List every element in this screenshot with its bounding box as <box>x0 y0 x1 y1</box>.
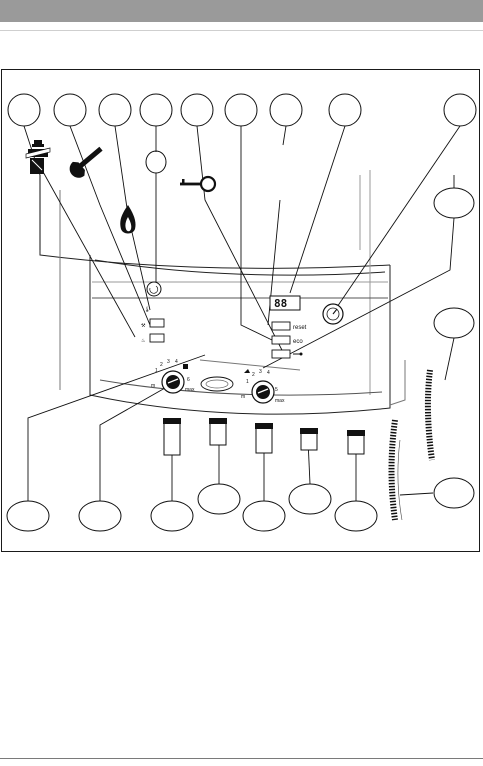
callout-circles-top <box>8 94 476 126</box>
callout-4 <box>140 94 172 126</box>
callout-bottom-1 <box>7 501 49 531</box>
heating-scale-1: 1 <box>155 368 158 374</box>
heating-min-label: m <box>151 383 155 389</box>
callout-right-2 <box>434 308 474 338</box>
eco-button <box>272 336 290 344</box>
heating-max-label: max <box>185 387 195 393</box>
callout-6 <box>225 94 257 126</box>
callout-circles-bottom <box>7 484 377 531</box>
key-lock-button <box>272 350 290 358</box>
callout-7 <box>270 94 302 126</box>
svg-text:♨: ♨ <box>141 338 145 344</box>
callout-bottom-2 <box>79 501 121 531</box>
hot-water-knob[interactable]: 1 2 3 4 5 max m <box>241 369 285 404</box>
callout-bottom-3 <box>151 501 193 531</box>
callout-right-3 <box>434 478 474 508</box>
callout-1 <box>8 94 40 126</box>
chimney-test-button <box>150 334 164 342</box>
callout-5 <box>181 94 213 126</box>
callout-2 <box>54 94 86 126</box>
heating-scale-6: 6 <box>187 377 190 383</box>
heating-scale-3: 3 <box>167 359 170 365</box>
callout-8 <box>329 94 361 126</box>
eco-label: eco <box>293 339 303 345</box>
tap-icon <box>244 369 250 373</box>
callout-9 <box>444 94 476 126</box>
water-max-label: max <box>275 398 285 404</box>
water-min-label: m <box>241 394 245 400</box>
chimney-sweep-icon <box>26 140 50 174</box>
reset-button <box>272 322 290 330</box>
flexible-hose <box>392 370 433 520</box>
flame-icon <box>120 205 135 234</box>
wrench-icon <box>66 143 107 182</box>
callout-inner <box>146 151 166 173</box>
svg-text:🌡: 🌡 <box>144 306 150 313</box>
water-scale-1: 1 <box>246 379 249 385</box>
water-scale-2: 2 <box>252 372 255 378</box>
callout-bottom-7 <box>335 501 377 531</box>
water-scale-4: 4 <box>267 370 270 376</box>
display-value: 88 <box>274 297 287 310</box>
callout-circles-right <box>434 188 474 508</box>
pressure-gauge-icon <box>323 304 343 324</box>
callout-bottom-6 <box>289 484 331 514</box>
power-switch <box>147 282 161 296</box>
heating-scale-4: 4 <box>175 359 178 365</box>
radiator-icon <box>183 364 188 369</box>
reset-label: reset <box>293 325 307 331</box>
callout-bottom-5 <box>243 501 285 531</box>
heating-scale-2: 2 <box>160 362 163 368</box>
right-button-panel: 88 reset eco <box>270 296 307 358</box>
water-scale-5: 5 <box>275 387 278 393</box>
key-icon <box>180 177 215 191</box>
callout-3 <box>99 94 131 126</box>
svg-text:⚒: ⚒ <box>141 323 146 329</box>
callout-right-1 <box>434 188 474 218</box>
water-scale-3: 3 <box>259 369 262 375</box>
callout-bottom-4 <box>198 484 240 514</box>
left-switch-panel: 🌡 ⚒ ♨ <box>141 282 164 344</box>
service-button <box>150 319 164 327</box>
